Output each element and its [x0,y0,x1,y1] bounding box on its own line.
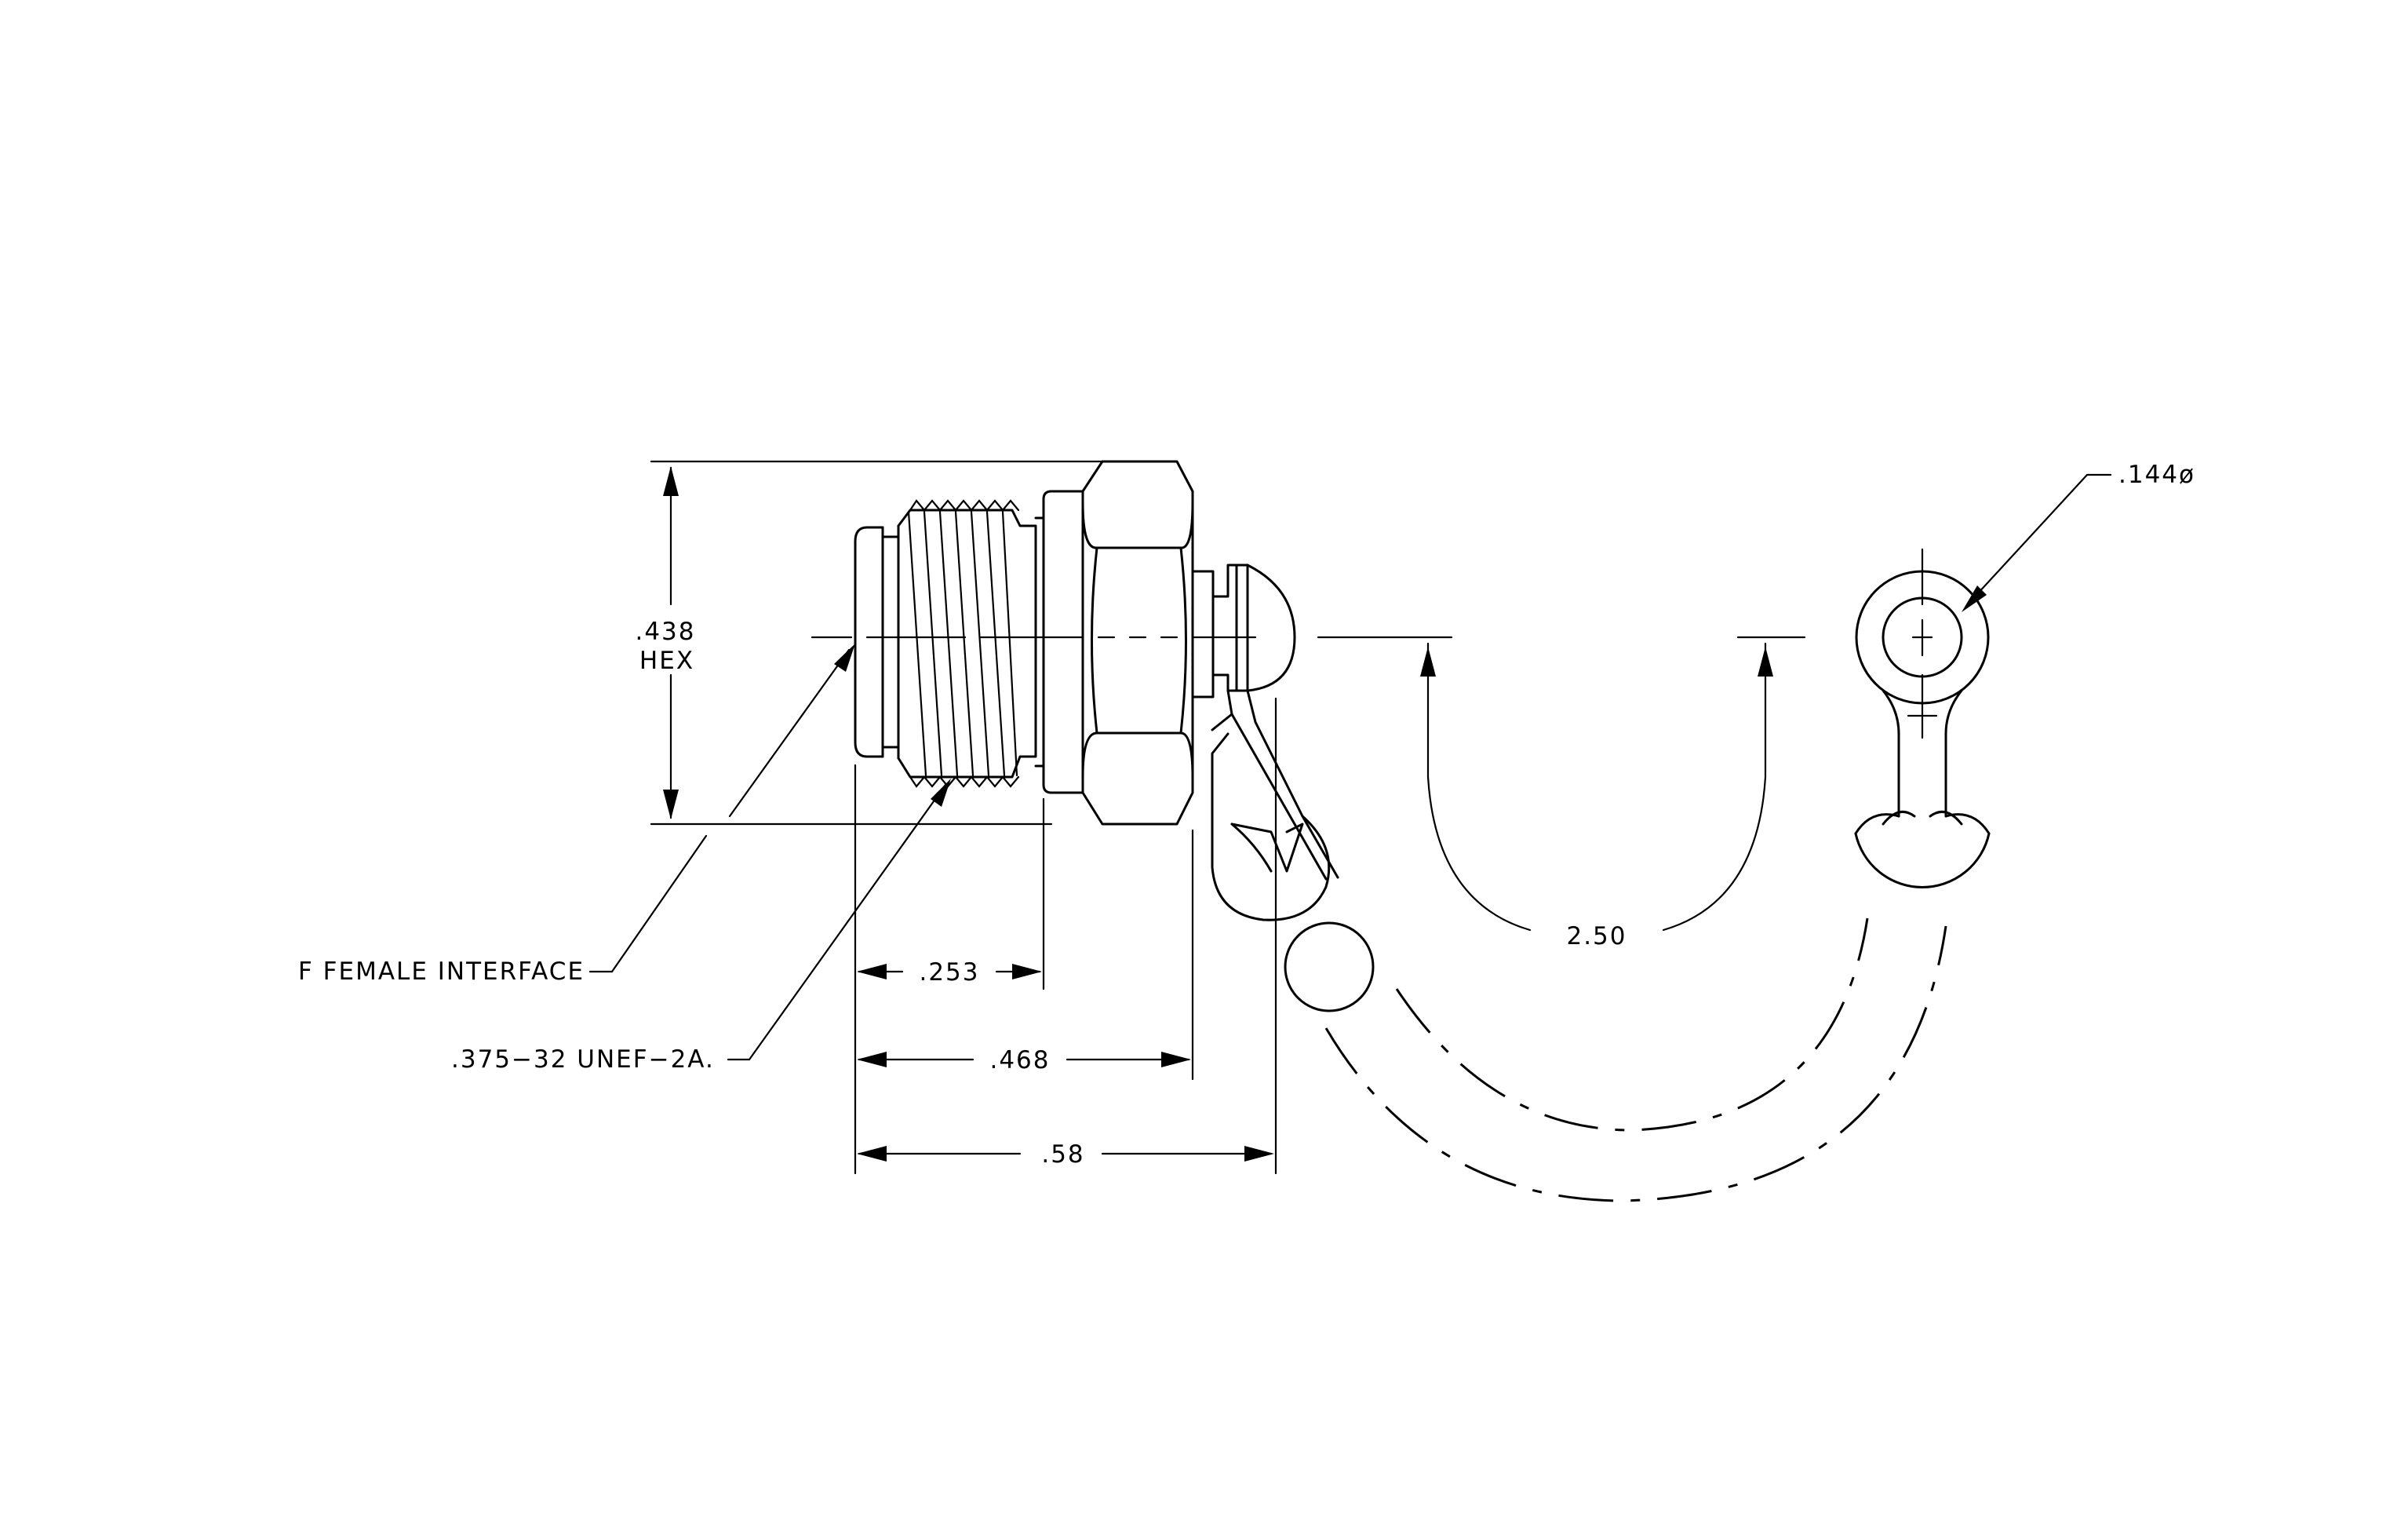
flange [1034,490,1084,794]
strap-phantom-path [1324,917,1947,1202]
dim-hex-height [650,460,1178,826]
strap-ring [1854,548,1991,888]
dim-58-value: .58 [1041,1140,1084,1169]
hex-dim-label: HEX [639,647,694,675]
hex-dim-value: .438 [635,618,695,646]
leader-interface [588,644,855,973]
dim-253-value: .253 [919,958,979,987]
dim-468 [857,1052,1191,1067]
dim-250 [1420,642,1773,932]
threaded-body [897,499,1037,788]
dim-250-value: 2.50 [1566,922,1627,950]
thread-spec-label: .375−32 UNEF−2A. [451,1045,715,1074]
interface-ring [854,524,900,760]
dim-extension-lines [854,697,1277,1175]
dust-cap [1191,564,1296,698]
dim-144-value: .144ø [2118,461,2195,489]
hex-nut [1081,460,1194,826]
dim-58 [857,1146,1274,1162]
dim-253 [857,964,1042,979]
dim-468-value: .468 [989,1046,1050,1074]
dim-144-diameter [1962,473,2112,612]
retaining-strap [1211,689,1375,1012]
leader-thread [727,779,951,1061]
interface-label: F FEMALE INTERFACE [298,957,585,986]
